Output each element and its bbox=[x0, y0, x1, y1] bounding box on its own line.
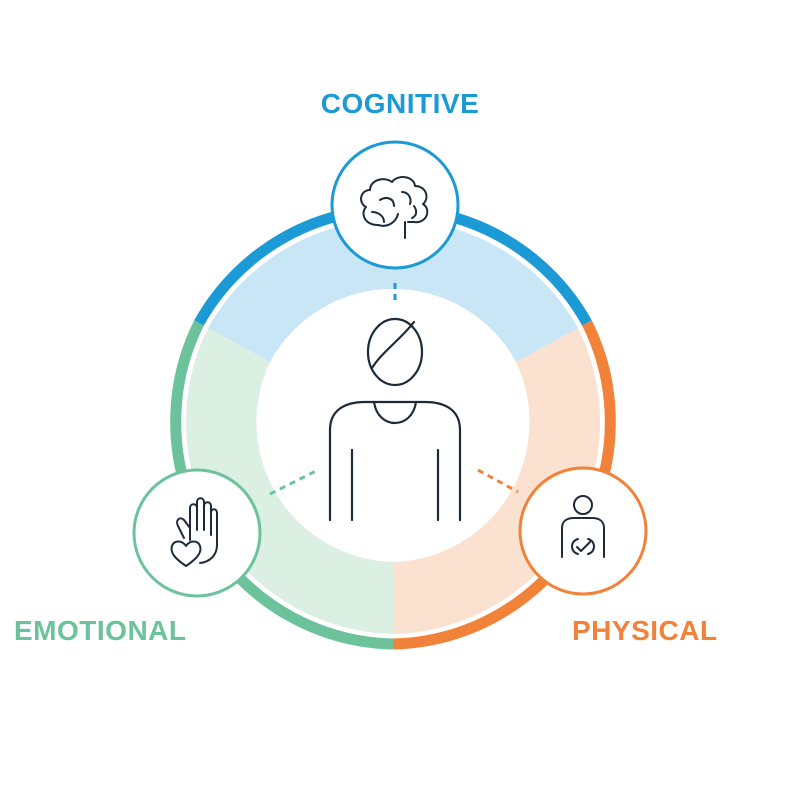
node-physical bbox=[518, 466, 648, 596]
node-cognitive-circle bbox=[330, 140, 460, 270]
connector-physical bbox=[477, 468, 519, 494]
person-check-icon bbox=[561, 495, 605, 558]
label-physical: PHYSICAL bbox=[572, 615, 718, 646]
connector-emotional bbox=[269, 468, 319, 496]
node-emotional bbox=[132, 468, 262, 598]
label-cognitive: COGNITIVE bbox=[320, 88, 480, 119]
node-physical-circle bbox=[518, 466, 648, 596]
label-emotional: EMOTIONAL bbox=[14, 615, 187, 646]
person-icon bbox=[328, 317, 462, 522]
brain-icon bbox=[360, 176, 429, 239]
hand-heart-icon bbox=[170, 497, 218, 567]
sector-cognitive bbox=[208, 219, 578, 362]
node-cognitive bbox=[330, 140, 460, 270]
node-emotional-circle bbox=[132, 468, 262, 598]
